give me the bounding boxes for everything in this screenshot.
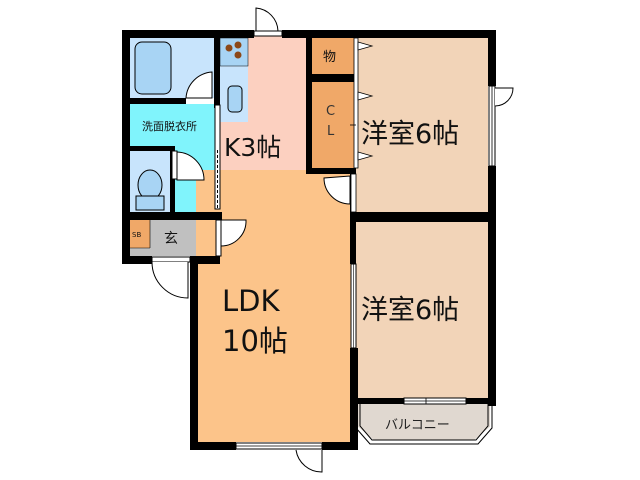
storage-label: 物	[323, 50, 337, 65]
wall-center-upper	[350, 30, 356, 38]
ldk-exterior-door-icon	[295, 449, 323, 473]
bathtub-icon	[134, 41, 172, 95]
western-room-2-label: 洋室6帖	[361, 295, 460, 326]
kitchen-door-icon	[255, 7, 279, 32]
ldk	[196, 170, 352, 442]
wall-toilet-top	[130, 146, 174, 151]
ldk-upper	[220, 170, 352, 180]
wall-right-upper	[488, 30, 496, 86]
wall-rooms-divider	[350, 212, 496, 222]
ldk-name-label: LDK	[222, 284, 280, 318]
balcony	[358, 402, 490, 440]
bath-door-icon	[185, 71, 213, 99]
storage-door-icon	[357, 41, 374, 51]
balcony-label: バルコニー	[385, 418, 450, 433]
western-room-2	[356, 222, 488, 398]
wall-left	[122, 30, 130, 264]
toilet-tank-icon	[135, 195, 165, 211]
wall-wash-bottom	[122, 212, 222, 220]
wall-entrance-bottom-right	[190, 256, 220, 264]
wall-top-right	[282, 30, 496, 38]
entrance-door-icon	[151, 261, 189, 299]
entrance-label: 玄	[164, 231, 178, 247]
wall-room2-bottom-right	[466, 398, 496, 404]
stove-burner-icon	[234, 41, 242, 49]
western-room-1-label: 洋室6帖	[361, 119, 460, 150]
wall-right-mid	[488, 166, 496, 406]
kitchen-label: K3帖	[224, 133, 282, 162]
entrance-ldk-door-icon	[220, 219, 247, 247]
wall-bath-kitchen	[214, 30, 220, 108]
room1-door-icon	[323, 175, 351, 205]
closet	[312, 82, 354, 168]
closet-label-l: L	[327, 124, 335, 139]
balcony-outline	[355, 404, 493, 445]
wall-closet-bottom	[306, 168, 356, 174]
western-room-1	[356, 36, 488, 212]
shoe-box	[130, 220, 150, 248]
closet-door-icon	[357, 91, 374, 101]
storage	[312, 36, 354, 74]
sink-icon	[227, 85, 243, 113]
wall-ldk-bottom-right	[322, 442, 358, 450]
wall-ldk-left	[190, 256, 198, 448]
wall-room2-bottom-left	[350, 398, 404, 404]
stove-burner-icon	[225, 44, 233, 52]
shoe-box-label: SB	[132, 231, 142, 239]
closet-door-icon	[357, 151, 374, 161]
wall-storage-closet	[306, 74, 356, 82]
toilet-door-icon	[176, 151, 205, 181]
closet-label-c: C	[326, 104, 336, 119]
stove-burner-icon	[234, 51, 242, 59]
wall-top-left	[122, 30, 254, 38]
wall-bath-bottom	[130, 98, 186, 104]
wall-kitchen-closet	[306, 36, 312, 174]
washroom-label: 洗面脱衣所	[142, 120, 197, 133]
ldk-size-label: 10帖	[222, 324, 288, 358]
wall-ldk-bottom-left	[190, 442, 236, 450]
wall-entrance-bottom-left	[122, 256, 152, 264]
